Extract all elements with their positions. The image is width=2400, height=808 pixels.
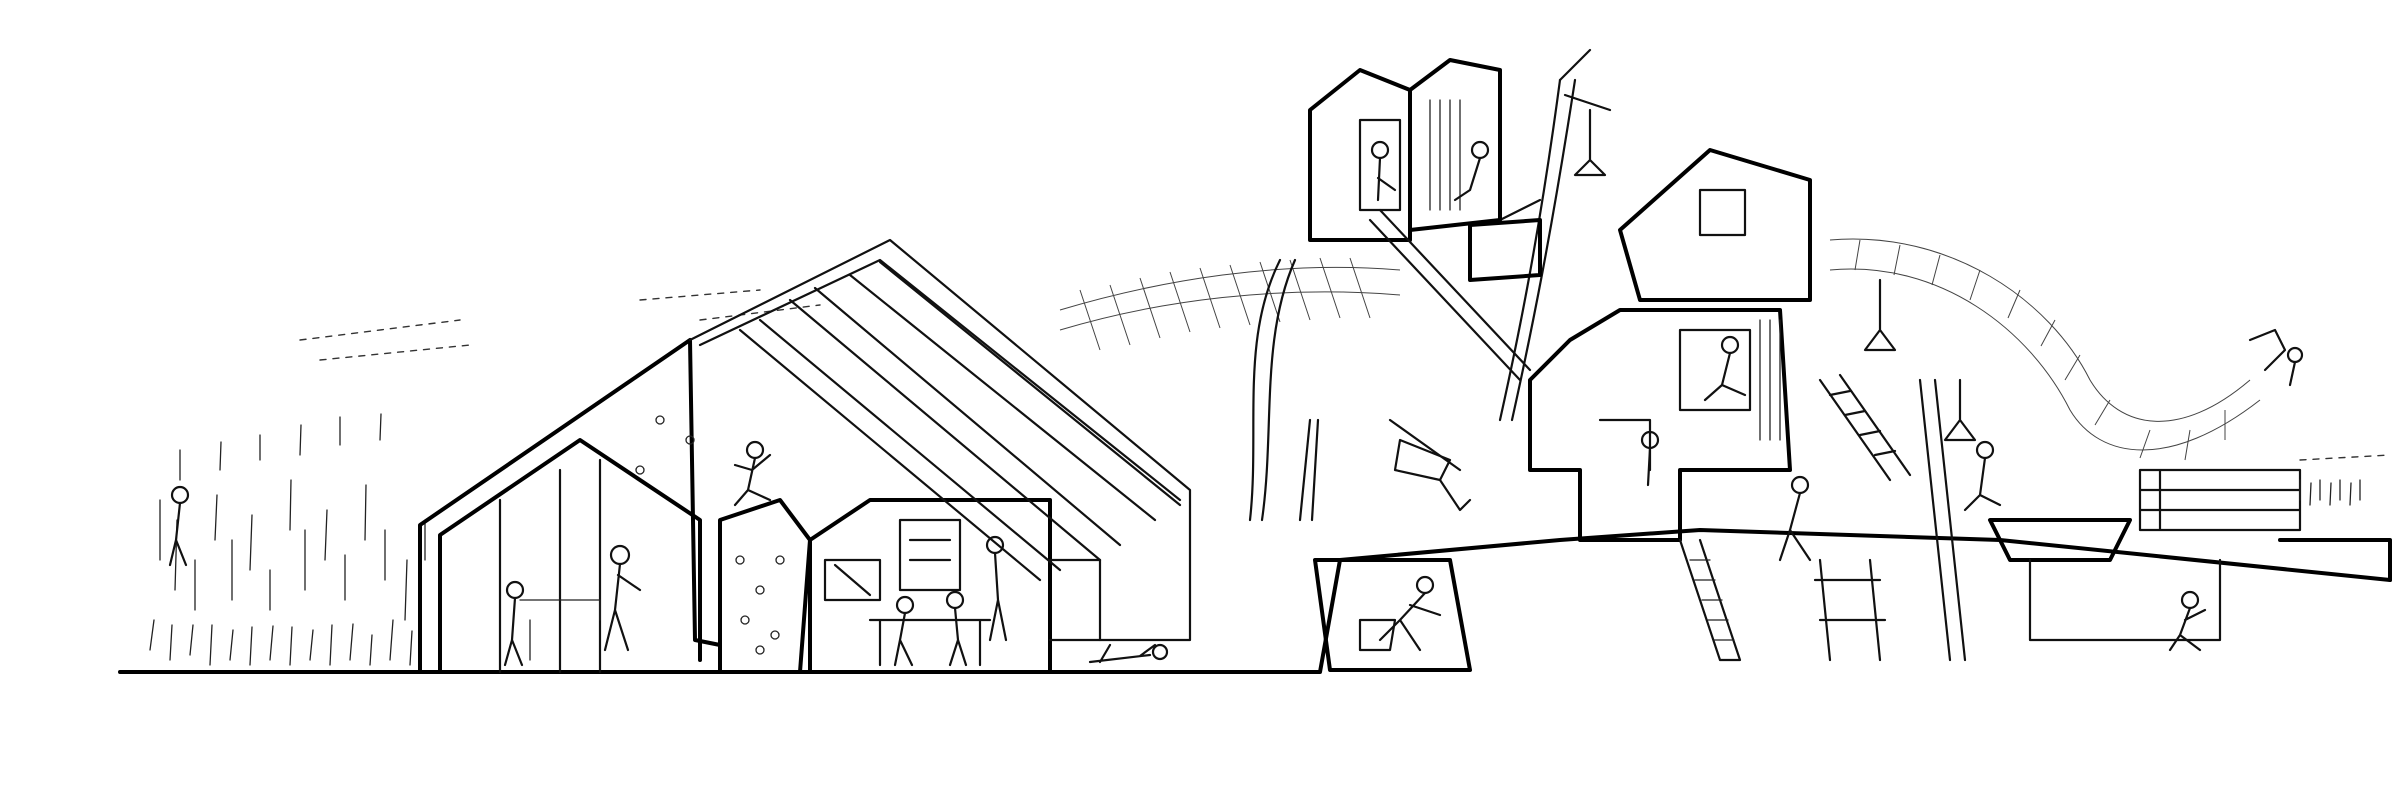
figure-person bbox=[503, 580, 525, 667]
tunnel-hatch bbox=[1059, 257, 1401, 351]
right-platforms bbox=[1988, 454, 2392, 652]
figure-person bbox=[603, 544, 642, 652]
figure-person bbox=[945, 590, 968, 667]
hammock bbox=[1388, 418, 1472, 512]
figure-lying bbox=[1088, 643, 1169, 664]
figure-person bbox=[893, 595, 915, 667]
tree-house-upper bbox=[1308, 58, 1542, 382]
figure-person bbox=[985, 535, 1008, 642]
underground-pod bbox=[1313, 558, 1472, 672]
figure-small bbox=[168, 485, 190, 567]
figure-climber bbox=[733, 440, 772, 507]
right-tree-houses bbox=[1528, 108, 2002, 662]
sky-dashes bbox=[299, 289, 821, 361]
long-tube bbox=[1829, 238, 2304, 461]
left-building bbox=[168, 238, 1192, 674]
meadow-grass bbox=[149, 413, 426, 666]
tree-trunks bbox=[1248, 48, 1612, 522]
ground-line bbox=[118, 528, 2392, 674]
